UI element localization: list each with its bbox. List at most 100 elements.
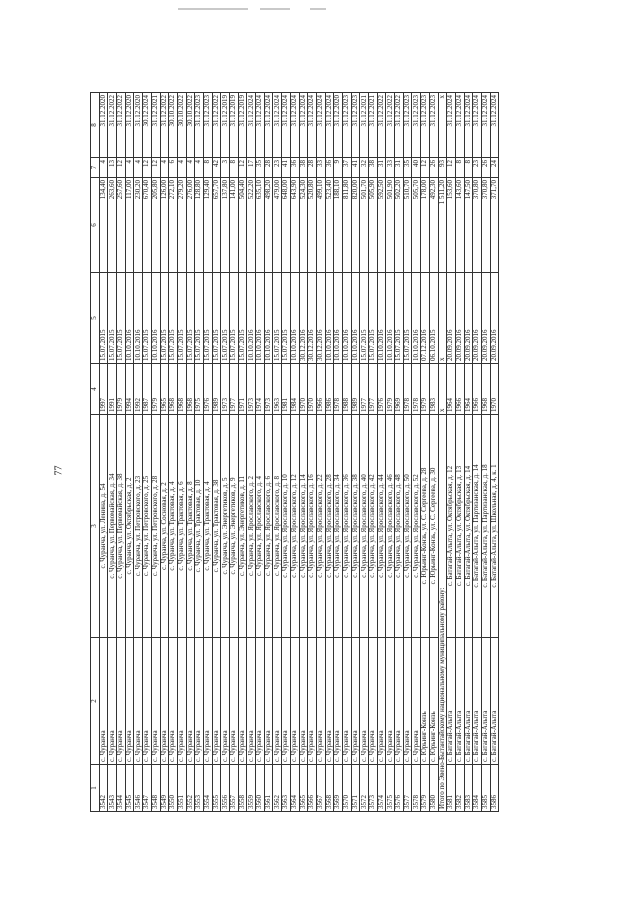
- table-cell: 28: [264, 157, 273, 178]
- table-cell: 1968: [168, 363, 178, 415]
- table-cell: 30.12.2016: [307, 272, 317, 364]
- table-cell: 31.12.2024: [325, 92, 334, 158]
- table-cell: 31.12.2024: [255, 92, 265, 158]
- table-cell: 3579: [420, 764, 430, 812]
- table-cell: 3586: [490, 764, 499, 812]
- table-cell: 670,40: [142, 177, 152, 273]
- table-cell: с. Чуранча: [168, 637, 178, 765]
- table-cell: 8: [203, 157, 213, 178]
- table-cell: с. Чуранча, ул. Ярославского, д. 34: [333, 414, 343, 638]
- table-cell: с. Чуранча, ул. Первомайская, д. 34: [107, 414, 117, 638]
- table-cell: 07.12.2016: [420, 272, 430, 364]
- table-cell: с. Чуранча, ул. Ярославского, д. 52: [411, 414, 421, 638]
- table-cell: 10.10.2016: [333, 272, 343, 364]
- table-cell: 1963: [272, 363, 282, 415]
- table-cell: 1970: [307, 363, 317, 415]
- table-cell: с. Чуранча, ул. Ярославского, д. 2: [246, 414, 256, 638]
- table-cell: 9: [333, 157, 343, 178]
- subtotal-year: x: [438, 363, 447, 415]
- table-cell: с. Чуранча: [160, 637, 169, 765]
- table-cell: 12: [116, 157, 126, 178]
- table-cell: 10.10.2016: [125, 272, 134, 364]
- table-cell: 505,90: [368, 177, 378, 273]
- table-cell: 31.12.2024: [446, 92, 456, 158]
- table-cell: 31: [394, 157, 404, 178]
- table-cell: с. Юрьинг-Конзь: [420, 637, 430, 765]
- table-cell: 3567: [316, 764, 326, 812]
- table-cell: 31.12.2022: [394, 92, 404, 158]
- table-cell: с. Чуранча: [142, 637, 152, 765]
- table-cell: с. Чуранча, ул. Ярославского, д. 22: [316, 414, 326, 638]
- table-cell: 28: [307, 157, 317, 178]
- table-cell: 188,10: [333, 177, 343, 273]
- table-cell: 31.12.2021: [359, 92, 369, 158]
- table-cell: 1970: [490, 363, 499, 415]
- scan-mark: [260, 8, 290, 10]
- table-cell: 1966: [316, 363, 326, 415]
- scan-mark: [310, 8, 326, 10]
- table-cell: 38: [368, 157, 378, 178]
- table-cell: 1979: [116, 363, 126, 415]
- table-cell: 31.12.2024: [307, 92, 317, 158]
- table-cell: 38: [299, 157, 308, 178]
- table-cell: 3572: [359, 764, 369, 812]
- table-cell: 3557: [229, 764, 239, 812]
- table-cell: 06.10.2015: [429, 272, 438, 364]
- table-cell: 20.09.2016: [472, 272, 482, 364]
- table-cell: с. Батагай-Алыта, ул. Октябрьская, д. 12: [446, 414, 456, 638]
- table-cell: 23: [472, 157, 482, 178]
- table-cell: 24: [490, 157, 499, 178]
- table-cell: 117,00: [125, 177, 134, 273]
- table-cell: с. Чуранча: [177, 637, 187, 765]
- table-cell: 12: [420, 157, 430, 178]
- table-cell: с. Чуранча, ул. Трактовая, д. 8: [186, 414, 195, 638]
- table-cell: 15.07.2015: [186, 272, 195, 364]
- table-cell: 1976: [377, 363, 386, 415]
- table-cell: 3577: [403, 764, 412, 812]
- table-cell: с. Чуранча, ул. Сосновая, д. 2: [160, 414, 169, 638]
- table-cell: 4: [99, 157, 108, 178]
- table-cell: 479,00: [272, 177, 282, 273]
- table-cell: 1983: [429, 363, 438, 415]
- table-cell: 1965: [160, 363, 169, 415]
- table-cell: 31.12.2022: [377, 92, 386, 158]
- table-cell: 15.07.2015: [281, 272, 291, 364]
- table-cell: 31.12.2022: [385, 92, 395, 158]
- subtotal-area: 1 511,20: [438, 177, 447, 273]
- table-cell: с. Чуранча: [403, 637, 412, 765]
- table-cell: 4: [186, 157, 195, 178]
- table-cell: с. Чуранча: [116, 637, 126, 765]
- table-cell: 3569: [333, 764, 343, 812]
- table-cell: 1975: [194, 363, 204, 415]
- table-cell: 31.12.2024: [272, 92, 282, 158]
- table-cell: 272,10: [168, 177, 178, 273]
- table-cell: 1976: [203, 363, 213, 415]
- table-cell: 10.10.2016: [385, 272, 395, 364]
- table-cell: 26: [429, 157, 438, 178]
- table-cell: 522,20: [246, 177, 256, 273]
- table-cell: с. Чуранча: [212, 637, 221, 765]
- table-cell: с. Чуранча: [394, 637, 404, 765]
- table-cell: 6: [168, 157, 178, 178]
- table-cell: 3582: [455, 764, 465, 812]
- table-cell: 15.07.2015: [212, 272, 221, 364]
- table-cell: 15.07.2015: [194, 272, 204, 364]
- table-cell: 15.07.2015: [368, 272, 378, 364]
- table-cell: 820,00: [351, 177, 360, 273]
- table-cell: 1977: [229, 363, 239, 415]
- table-cell: 523,40: [325, 177, 334, 273]
- table-cell: с. Чуранча, ул. Октябрьская, д. 2: [125, 414, 134, 638]
- column-number: 5: [90, 272, 100, 364]
- table-cell: 3553: [194, 764, 204, 812]
- table-cell: 20.09.2016: [490, 272, 499, 364]
- table-cell: 15.07.2015: [238, 272, 247, 364]
- table-cell: с. Чуранча: [351, 637, 360, 765]
